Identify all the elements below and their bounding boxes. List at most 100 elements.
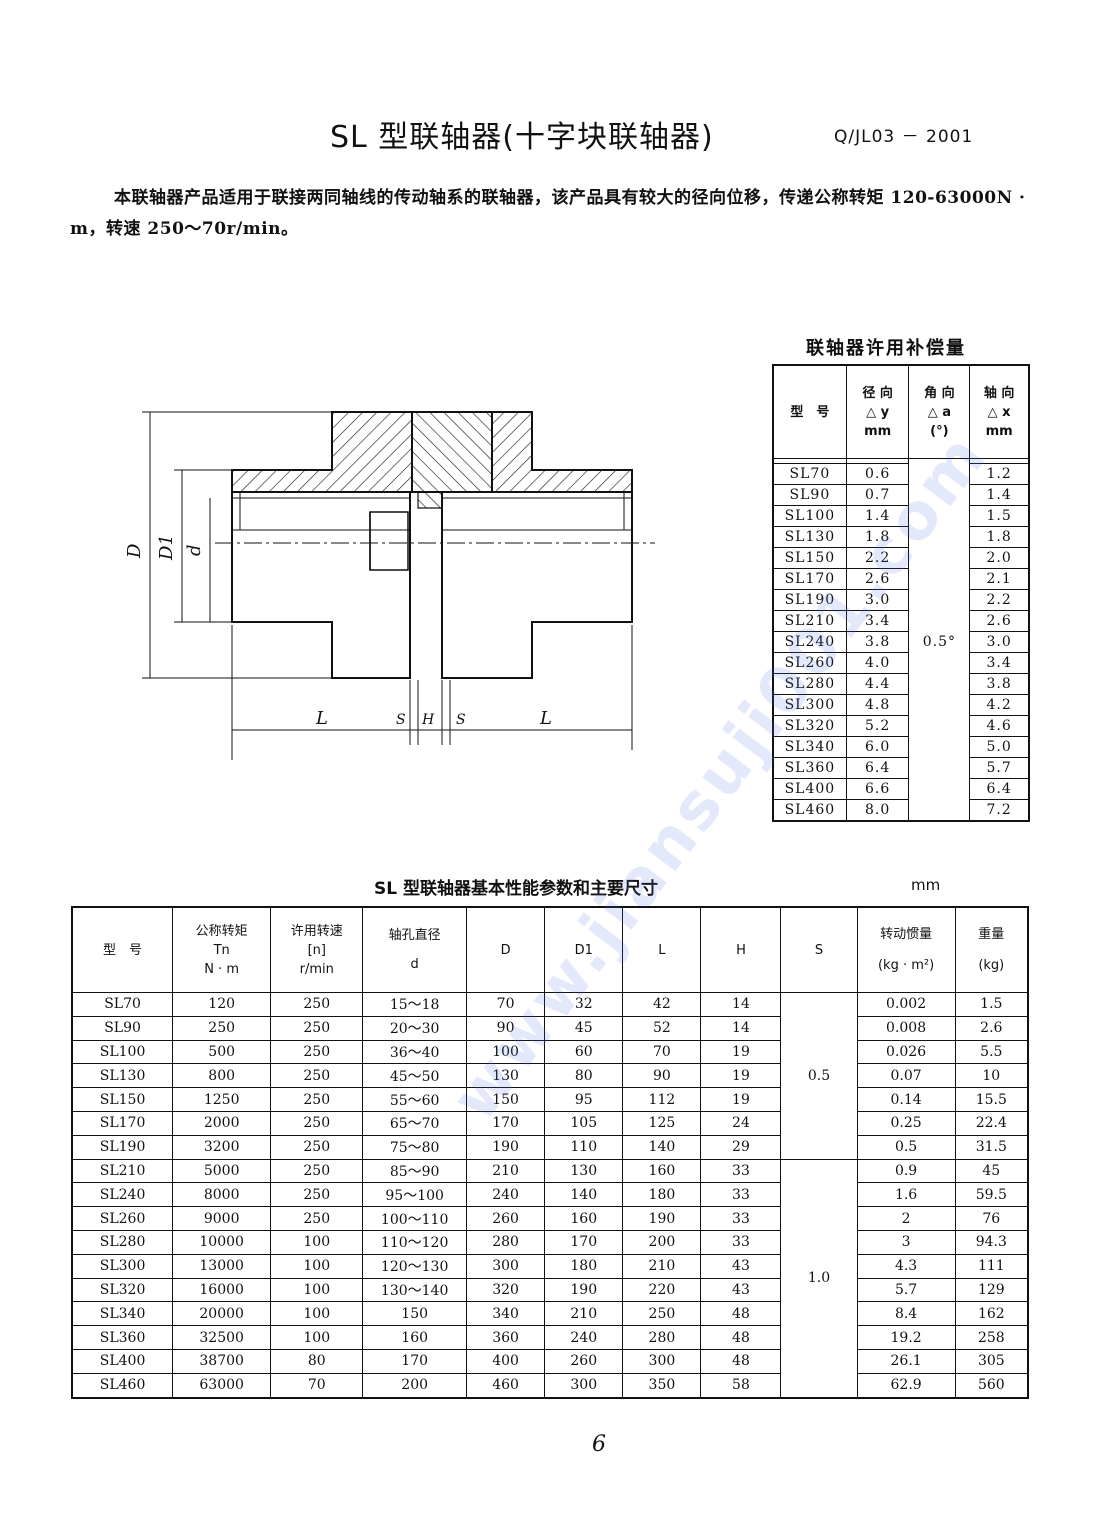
- cell-model: SL280: [71, 1229, 174, 1255]
- cell-h: 33: [700, 1206, 782, 1231]
- dim-label-d-bore: d: [184, 544, 205, 556]
- compensation-table-title: 联轴器许用补偿量: [806, 338, 966, 359]
- cell-model: SL100: [772, 505, 847, 527]
- cell-bore: 110～120: [362, 1229, 468, 1255]
- cell-speed: 250: [270, 992, 364, 1017]
- cell-torque: 1250: [172, 1087, 272, 1112]
- cell-weight: 2.6: [954, 1015, 1029, 1041]
- col-inertia: 转动惯量(kg · m²): [856, 906, 956, 993]
- cell-l: 140: [622, 1134, 702, 1160]
- cell-model: SL210: [772, 610, 847, 632]
- cell-inertia: 1.6: [856, 1182, 956, 1208]
- cell-l: 190: [622, 1206, 702, 1231]
- cell-l: 250: [622, 1301, 702, 1327]
- cell-bore: 95～100: [362, 1182, 468, 1208]
- page-title: SL 型联轴器(十字块联轴器): [330, 120, 714, 155]
- cell-d: 240: [466, 1182, 546, 1208]
- cell-torque: 10000: [172, 1229, 272, 1255]
- cell-inertia: 3: [856, 1229, 956, 1255]
- cell-weight: 111: [954, 1253, 1029, 1279]
- standard-number: Q/JL03 － 2001: [834, 127, 974, 147]
- cell-speed: 250: [270, 1087, 364, 1112]
- cell-d1: 240: [544, 1325, 624, 1350]
- cell-h: 33: [700, 1229, 782, 1255]
- col-model: 型 号: [71, 906, 174, 993]
- cell-inertia: 0.9: [856, 1158, 956, 1184]
- cell-l: 350: [622, 1372, 702, 1399]
- cell-model: SL130: [71, 1063, 174, 1089]
- cell-h: 43: [700, 1253, 782, 1279]
- cell-d: 130: [466, 1063, 546, 1089]
- cell-radial: 2.2: [845, 547, 910, 569]
- cell-model: SL170: [71, 1110, 174, 1136]
- cell-d1: 80: [544, 1063, 624, 1089]
- cell-h: 48: [700, 1325, 782, 1350]
- cell-weight: 76: [954, 1206, 1029, 1231]
- cell-bore: 200: [362, 1372, 468, 1399]
- cell-model: SL100: [71, 1039, 174, 1065]
- cell-h: 33: [700, 1158, 782, 1184]
- cell-h: 14: [700, 1015, 782, 1041]
- cell-radial: 4.4: [845, 673, 910, 695]
- cell-axial: 4.2: [969, 694, 1030, 716]
- cell-inertia: 0.008: [856, 1015, 956, 1041]
- cell-h: 48: [700, 1301, 782, 1327]
- cell-h: 43: [700, 1277, 782, 1303]
- cell-model: SL360: [71, 1325, 174, 1350]
- cell-torque: 16000: [172, 1277, 272, 1303]
- cell-d1: 210: [544, 1301, 624, 1327]
- cell-d1: 160: [544, 1206, 624, 1231]
- cell-inertia: 0.25: [856, 1110, 956, 1136]
- cell-d1: 140: [544, 1182, 624, 1208]
- cell-d1: 32: [544, 992, 624, 1017]
- cell-torque: 9000: [172, 1206, 272, 1231]
- cell-h: 58: [700, 1372, 782, 1399]
- cell-torque: 38700: [172, 1348, 272, 1374]
- cell-model: SL170: [772, 568, 847, 590]
- cell-inertia: 0.14: [856, 1087, 956, 1112]
- cell-d: 320: [466, 1277, 546, 1303]
- cell-bore: 65～70: [362, 1110, 468, 1136]
- cell-h: 19: [700, 1063, 782, 1089]
- cell-l: 125: [622, 1110, 702, 1136]
- cell-torque: 800: [172, 1063, 272, 1089]
- cell-axial: 2.2: [969, 589, 1030, 611]
- cell-model: SL460: [71, 1372, 174, 1399]
- cell-model: SL400: [772, 778, 847, 800]
- cell-axial: 3.0: [969, 631, 1030, 653]
- cell-d1: 110: [544, 1134, 624, 1160]
- cell-speed: 100: [270, 1229, 364, 1255]
- cell-weight: 1.5: [954, 992, 1029, 1017]
- cell-radial: 6.0: [845, 736, 910, 758]
- cell-model: SL70: [71, 992, 174, 1017]
- dim-label-l-left: L: [315, 708, 328, 729]
- cell-inertia: 2: [856, 1206, 956, 1231]
- cell-radial: 5.2: [845, 715, 910, 737]
- cell-l: 70: [622, 1039, 702, 1065]
- cell-speed: 250: [270, 1206, 364, 1231]
- cell-radial: 6.6: [845, 778, 910, 800]
- cell-h: 48: [700, 1348, 782, 1374]
- cell-model: SL130: [772, 526, 847, 548]
- cell-radial: 4.8: [845, 694, 910, 716]
- cell-h: 33: [700, 1182, 782, 1208]
- dim-label-l-right: L: [539, 708, 552, 729]
- cell-bore: 20～30: [362, 1015, 468, 1041]
- cell-model: SL300: [71, 1253, 174, 1279]
